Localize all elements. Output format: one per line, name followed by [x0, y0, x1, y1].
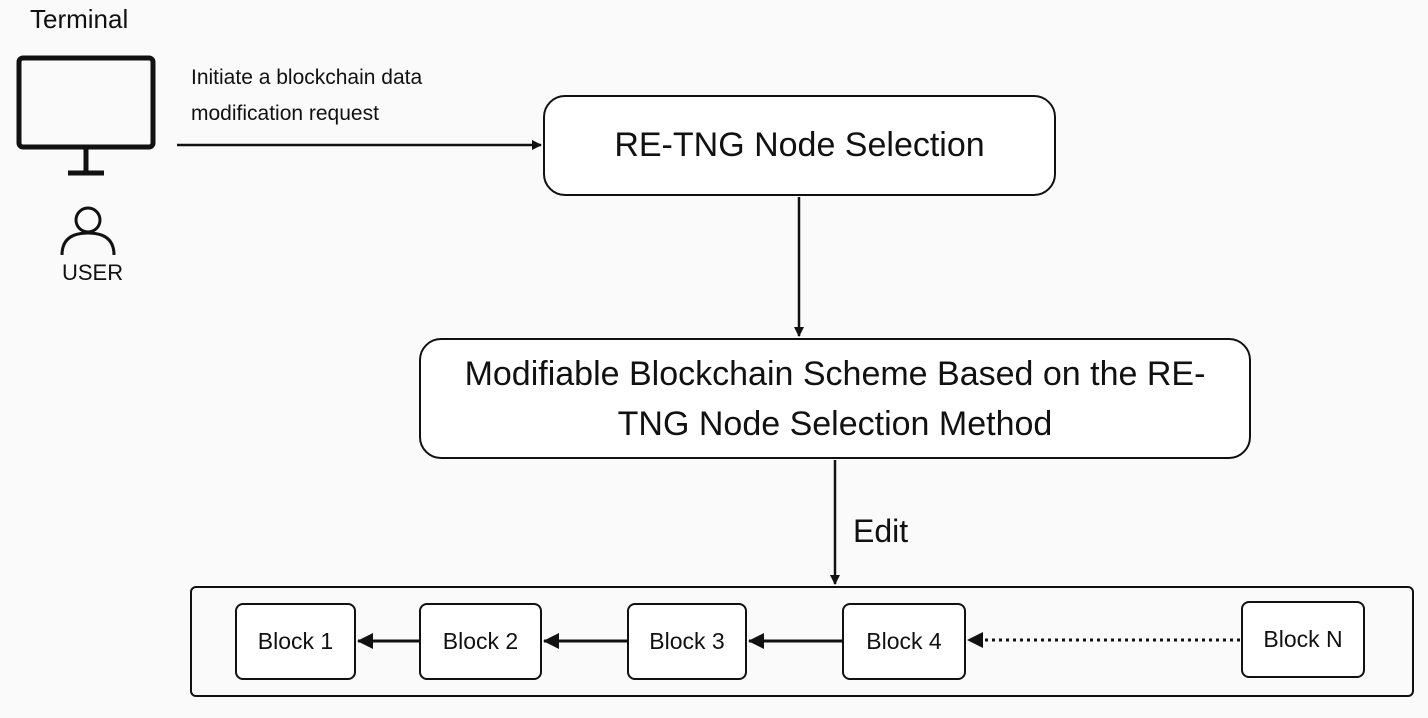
monitor-icon: [16, 55, 156, 176]
block-label: Block N: [1263, 626, 1343, 652]
node-selection-box: RE-TNG Node Selection: [543, 95, 1056, 196]
edit-label: Edit: [853, 513, 909, 549]
block-label: Block 3: [649, 628, 725, 654]
blockchain-container: [190, 586, 1414, 697]
scheme-label: Modifiable Blockchain Scheme Based on th…: [464, 354, 1206, 443]
block-n: Block N: [1241, 601, 1365, 678]
request-line-1: Initiate a blockchain data: [191, 66, 423, 89]
request-label: Initiate a blockchain data modification …: [191, 60, 422, 132]
block-label: Block 1: [257, 628, 334, 654]
block-4: Block 4: [842, 603, 966, 680]
node-selection-label: RE-TNG Node Selection: [614, 126, 985, 164]
block-1: Block 1: [235, 603, 356, 680]
terminal-label: Terminal: [30, 4, 129, 34]
block-3: Block 3: [627, 603, 747, 680]
request-line-2: modification request: [191, 102, 379, 125]
user-icon: [60, 206, 116, 256]
block-label: Block 2: [442, 628, 519, 654]
user-label: USER: [62, 260, 124, 285]
scheme-box: Modifiable Blockchain Scheme Based on th…: [419, 338, 1251, 459]
block-label: Block 4: [866, 628, 942, 654]
block-2: Block 2: [419, 603, 542, 680]
